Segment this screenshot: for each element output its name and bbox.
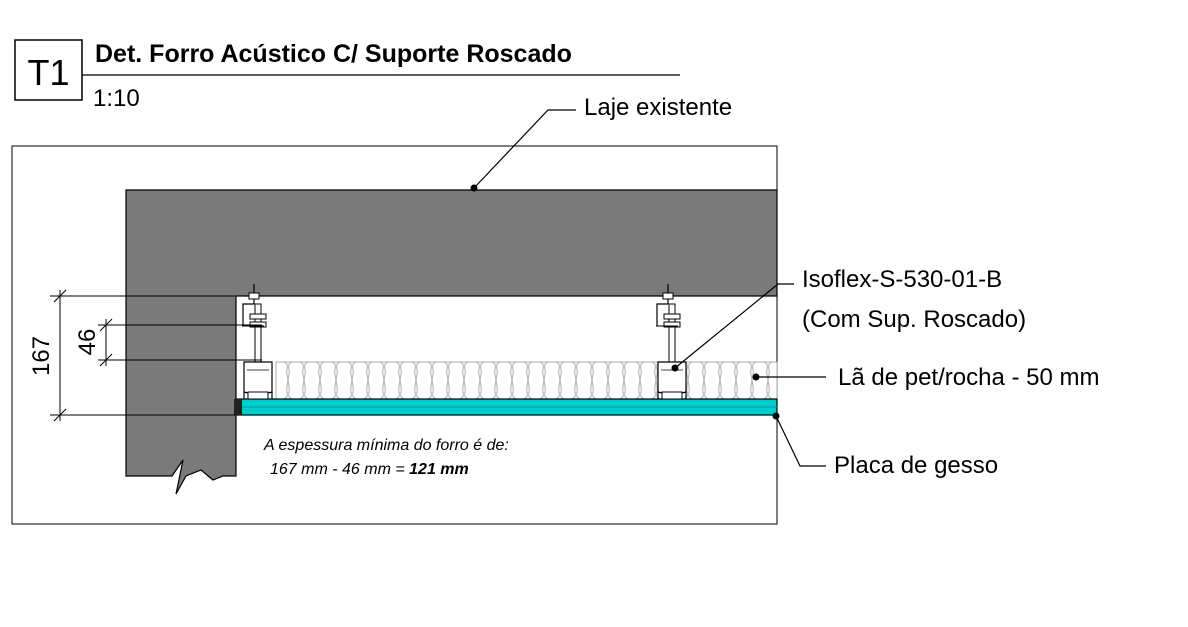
leader-lines [473, 109, 826, 467]
isoflex-hanger-right [656, 284, 687, 400]
board-edge-block [234, 399, 242, 415]
drawing-title: Det. Forro Acústico C/ Suporte Roscado [95, 40, 572, 68]
tag-box [14, 39, 83, 101]
dimension-total [50, 289, 235, 422]
mineral-wool [275, 361, 778, 400]
drawing-scale: 1:10 [93, 85, 140, 112]
dimension-total-value: 167 [28, 336, 55, 376]
dimension-hanger [98, 318, 262, 367]
note-formula: 167 mm - 46 mm = [270, 461, 409, 478]
note-result: 121 mm [409, 461, 469, 478]
label-insulation: Lã de pet/rocha - 50 mm [838, 364, 1099, 391]
dimension-hanger-value: 46 [74, 329, 101, 356]
note-line2: 167 mm - 46 mm = 121 mm [270, 461, 469, 478]
label-hanger-line1: Isoflex-S-530-01-B [802, 266, 1002, 293]
concrete-slab [125, 189, 778, 495]
note-line1: A espessura mínima do forro é de: [263, 437, 509, 454]
tag-text: T1 [27, 52, 69, 93]
label-hanger-line2: (Com Sup. Roscado) [802, 306, 1026, 333]
label-board: Placa de gesso [834, 452, 998, 479]
label-slab: Laje existente [584, 94, 732, 121]
